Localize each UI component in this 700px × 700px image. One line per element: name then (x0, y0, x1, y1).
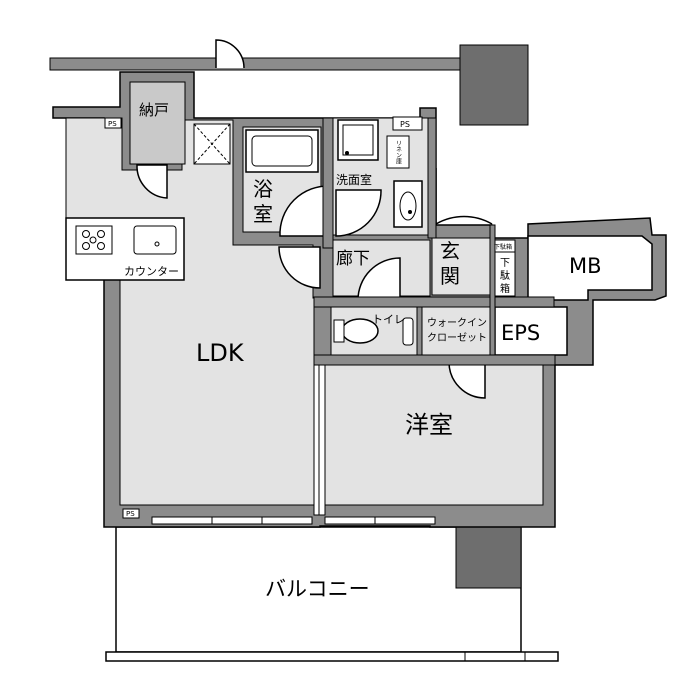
label-ps-bottom: PS (126, 510, 135, 518)
column-block-balcony (455, 519, 522, 589)
label-balcony: バルコニー (265, 577, 370, 601)
label-walk-in-closet-2: クローゼット (427, 332, 487, 344)
door-toilet (357, 257, 401, 301)
kitchen-counter (65, 217, 185, 281)
top-right-column (459, 44, 529, 126)
label-toilet: トイレ (372, 313, 405, 326)
western-room-floor (324, 364, 544, 506)
label-hallway: 廊下 (336, 249, 370, 269)
door-top-entrance (215, 39, 245, 69)
storage-floor (129, 81, 186, 165)
label-washroom: 洗面室 (336, 172, 372, 187)
label-western-room: 洋室 (405, 411, 453, 439)
balcony-area (105, 526, 559, 662)
door-ldk (278, 246, 321, 289)
label-ps-washroom: PS (400, 120, 410, 129)
washing-machine-space (337, 119, 379, 161)
walk-in-closet-floor (421, 306, 491, 356)
label-entrance-2: 関 (440, 264, 460, 288)
label-ps-storage: PS (108, 120, 117, 128)
label-eps: EPS (501, 321, 540, 345)
door-storage (136, 164, 168, 199)
top-beam (49, 57, 471, 71)
linen-shelf (386, 135, 410, 169)
wash-basin (393, 180, 423, 228)
refrigerator-space (193, 123, 231, 165)
ps-box-storage (104, 117, 122, 129)
toilet-bowl (333, 317, 414, 346)
ps-box-bottom (122, 508, 140, 519)
label-ldk: LDK (196, 339, 245, 367)
door-closet (448, 361, 486, 399)
label-shoe-box-top: 下駄箱 (494, 243, 512, 251)
label-storage: 納戸 (139, 101, 169, 119)
ps-box-washroom (392, 116, 423, 131)
label-walk-in-closet-1: ウォークイン (427, 317, 487, 329)
label-shoe-box-side-1: 下 (500, 258, 510, 269)
south-windows (151, 516, 436, 525)
door-entrance-inner (435, 168, 493, 226)
interior-walls (313, 117, 556, 366)
label-entrance-1: 玄 (440, 239, 460, 263)
label-mb: MB (569, 254, 602, 278)
label-shoe-box-side-3: 箱 (500, 282, 510, 295)
label-bath-1: 浴 (253, 177, 273, 201)
sliding-partition (313, 364, 326, 516)
label-counter: カウンター (124, 265, 179, 278)
bathtub (245, 129, 319, 173)
door-washroom (335, 189, 382, 237)
label-bath-2: 室 (253, 202, 273, 226)
label-linen-shelf: リネン庫 (395, 140, 402, 165)
label-shoe-box-side-2: 駄 (500, 269, 510, 282)
